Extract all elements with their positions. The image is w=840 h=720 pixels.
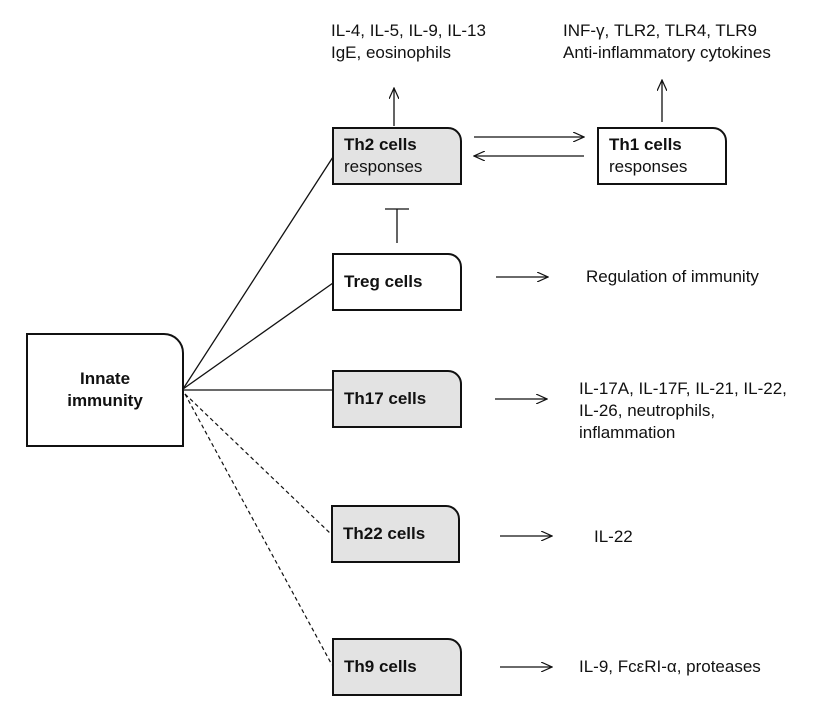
link-innate-treg [182, 282, 334, 390]
link-innate-th22 [184, 393, 333, 536]
th17-outputs: IL-17A, IL-17F, IL-21, IL-22, IL-26, neu… [579, 378, 787, 444]
th1-cells-node: Th1 cells responses [597, 127, 727, 185]
th17-output-line: IL-26, neutrophils, [579, 401, 716, 420]
th2-title: Th2 cells [344, 135, 417, 154]
link-innate-th9 [184, 393, 333, 666]
treg-title: Treg cells [344, 272, 423, 291]
th2-subtitle: responses [344, 157, 423, 176]
innate-label-line2: immunity [67, 391, 143, 410]
th22-cells-node: Th22 cells [331, 505, 460, 563]
treg-output: Regulation of immunity [586, 267, 759, 286]
th9-output: IL-9, FcεRI-α, proteases [579, 657, 761, 676]
th1-title: Th1 cells [609, 135, 682, 154]
th1-subtitle: responses [609, 157, 688, 176]
treg-cells-node: Treg cells [332, 253, 462, 311]
th2-output-line: IgE, eosinophils [331, 43, 452, 62]
th9-title: Th9 cells [344, 657, 417, 676]
th1-output-line: Anti-inflammatory cytokines [563, 43, 771, 62]
innate-label-line1: Innate [79, 369, 131, 388]
th22-output: IL-22 [594, 527, 633, 546]
th17-cells-node: Th17 cells [332, 370, 462, 428]
th2-outputs: IL-4, IL-5, IL-9, IL-13 IgE, eosinophils [331, 20, 486, 64]
th9-cells-node: Th9 cells [332, 638, 462, 696]
th17-output-line: inflammation [579, 423, 676, 442]
th1-output-line: INF-γ, TLR2, TLR4, TLR9 [563, 21, 757, 40]
th17-output-line: IL-17A, IL-17F, IL-21, IL-22, [579, 379, 787, 398]
innate-immunity-node: Innate immunity [26, 333, 184, 447]
th17-title: Th17 cells [344, 389, 427, 408]
link-innate-th2 [182, 156, 334, 390]
th1-outputs: INF-γ, TLR2, TLR4, TLR9 Anti-inflammator… [563, 20, 771, 64]
th2-output-line: IL-4, IL-5, IL-9, IL-13 [331, 21, 486, 40]
th22-title: Th22 cells [343, 524, 426, 543]
th2-cells-node: Th2 cells responses [332, 127, 462, 185]
